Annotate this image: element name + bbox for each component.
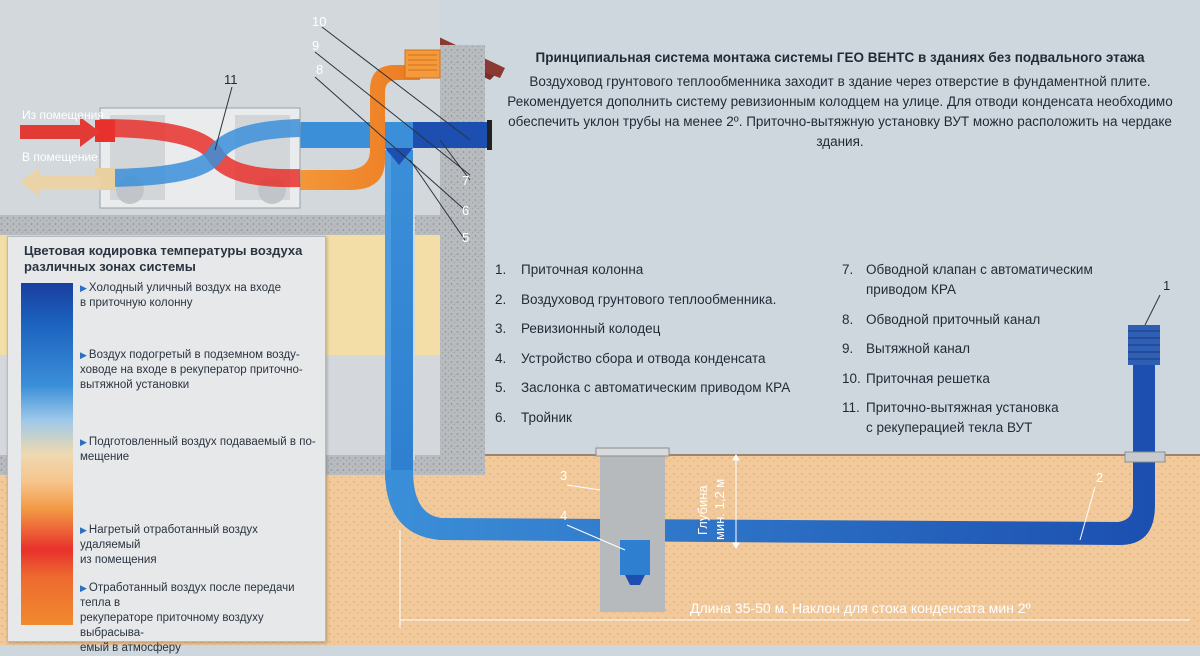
list-item: 4.Устройство сбора и отвода конденсата xyxy=(495,350,766,366)
to-room-label: В помещение xyxy=(22,150,98,164)
supply-grille xyxy=(404,49,441,79)
description-title: Принципиальная система монтажа системы Г… xyxy=(535,50,1145,65)
outer-wall xyxy=(440,45,485,475)
list-item: 6.Тройник xyxy=(495,409,572,425)
legend-gradient-bar xyxy=(21,283,73,625)
callout-7: 7 xyxy=(462,173,470,188)
list-item: 8.Обводной приточный канал xyxy=(842,311,1041,327)
callout-8: 8 xyxy=(316,62,324,77)
supply-duct xyxy=(300,122,415,148)
list-item: 7.Обводной клапан с автоматическим приво… xyxy=(842,262,1093,297)
depth-label: Глубина xyxy=(695,485,710,535)
list-item: 1.Приточная колонна xyxy=(495,262,644,277)
from-room-label: Из помещения xyxy=(22,108,104,122)
legend-item: ▶Холодный уличный воздух на входе в прит… xyxy=(80,282,281,309)
depth-min-label: мин. 1,2 м xyxy=(712,478,727,540)
color-legend: Цветовая кодировка температуры воздуха р… xyxy=(7,236,326,654)
legend-title: Цветовая кодировка температуры воздуха р… xyxy=(24,243,303,274)
callout-2: 2 xyxy=(1096,470,1104,485)
callout-6: 6 xyxy=(462,203,470,218)
callout-9: 9 xyxy=(312,38,320,53)
list-item: 3.Ревизионный колодец xyxy=(495,321,661,336)
intake-column-pipe xyxy=(1133,355,1155,475)
list-item: 11.Приточно-вытяжная установка с рекупер… xyxy=(842,400,1059,435)
legend-item: ▶Подготовленный воздух подаваемый в по- … xyxy=(80,436,316,463)
supply-duct-outer xyxy=(413,122,488,148)
callout-10: 10 xyxy=(312,14,327,29)
callout-4: 4 xyxy=(560,508,568,523)
column-collar xyxy=(1124,451,1166,463)
length-label: Длина 35-50 м. Наклон для стока конденса… xyxy=(690,600,1031,616)
list-item: 9.Вытяжной канал xyxy=(842,341,971,356)
legend-item: ▶Нагретый отработанный воздух удаляемый … xyxy=(80,524,258,566)
description-body: Воздуховод грунтового теплообменника зах… xyxy=(507,74,1173,149)
dimension-lines xyxy=(399,454,1190,628)
legend-item: ▶Воздух подогретый в подземном возду- хо… xyxy=(80,349,303,391)
tee-fitting xyxy=(385,148,413,165)
callout-1: 1 xyxy=(1163,278,1171,293)
components-list-right: 7.Обводной клапан с автоматическим приво… xyxy=(842,260,1132,448)
callout-5: 5 xyxy=(462,230,470,245)
list-item: 5.Заслонка с автоматическим приводом КРА xyxy=(495,380,791,395)
callout-3: 3 xyxy=(560,468,568,483)
callout-11: 11 xyxy=(224,72,238,87)
from-room-arrow xyxy=(20,117,100,147)
supply-flow xyxy=(99,119,301,187)
list-item: 2.Воздуховод грунтового теплообменника. xyxy=(495,291,777,307)
to-room-arrow xyxy=(20,167,100,197)
inspection-well xyxy=(600,452,665,612)
ceiling-slab xyxy=(0,215,440,235)
condensate-device xyxy=(620,540,650,575)
list-item: 10.Приточная решетка xyxy=(842,370,990,386)
ground-heat-exchanger-pipe xyxy=(385,470,1155,545)
components-list-left: 1.Приточная колонна 2.Воздуховод грунтов… xyxy=(495,260,825,437)
